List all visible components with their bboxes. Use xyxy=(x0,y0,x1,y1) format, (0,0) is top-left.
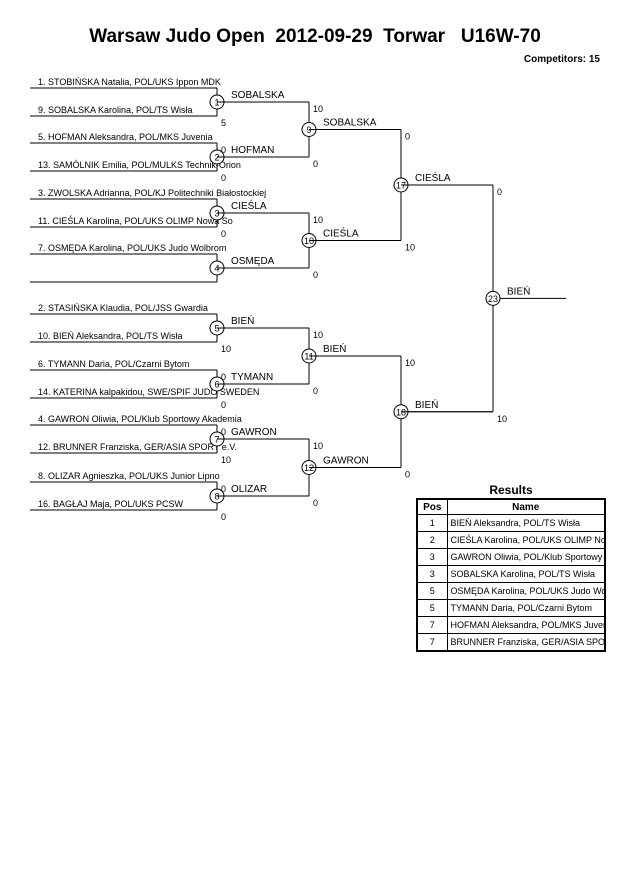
result-name: SOBALSKA Karolina, POL/TS Wisła xyxy=(446,565,606,583)
match-winner: HOFMAN xyxy=(231,145,274,156)
entrant-name: 1. STOBIŃSKA Natalia, POL/UKS Ippon MDK xyxy=(38,77,221,87)
score: 10 xyxy=(313,441,323,451)
entrant-name: 16. BAGŁAJ Maja, POL/UKS PCSW xyxy=(38,499,184,509)
score: 0 xyxy=(221,512,226,522)
entrant-name: 13. SAMÓLNIK Emilia, POL/MULKS Technik-O… xyxy=(38,160,241,170)
competitors-count: Competitors: 15 xyxy=(523,54,600,65)
score: 0 xyxy=(221,427,226,437)
match-winner: OSMĘDA xyxy=(231,256,275,267)
match-winner: BIEŃ xyxy=(507,284,530,297)
result-pos: 7 xyxy=(416,633,448,652)
score: 10 xyxy=(313,330,323,340)
results-header-pos: Pos xyxy=(416,498,448,515)
match-winner: SOBALSKA xyxy=(323,118,377,129)
score: 0 xyxy=(221,484,226,494)
score: 10 xyxy=(313,215,323,225)
score: 0 xyxy=(221,229,226,239)
results-title: Results xyxy=(489,483,533,497)
match-winner: OLIZAR xyxy=(231,484,267,495)
entrant-name: 14. KATERINA kalpakidou, SWE/SPIF JUDO S… xyxy=(38,387,259,397)
score: 0 xyxy=(221,400,226,410)
score: 0 xyxy=(497,187,502,197)
score: 0 xyxy=(313,386,318,396)
score: 0 xyxy=(313,270,318,280)
match-number: 23 xyxy=(488,294,498,304)
entrant-name: 6. TYMANN Daria, POL/Czarni Bytom xyxy=(38,359,189,369)
result-pos: 7 xyxy=(416,616,448,634)
result-name: HOFMAN Aleksandra, POL/MKS Juvenia xyxy=(446,616,606,634)
score: 10 xyxy=(405,358,415,368)
entrant-name: 9. SOBALSKA Karolina, POL/TS Wisła xyxy=(38,105,193,115)
score: 0 xyxy=(313,159,318,169)
score: 0 xyxy=(313,498,318,508)
entrant-name: 5. HOFMAN Aleksandra, POL/MKS Juvenia xyxy=(38,132,213,142)
match-winner: GAWRON xyxy=(323,456,369,467)
match-winner: GAWRON xyxy=(231,427,277,438)
match-winner: CIEŚLA xyxy=(323,227,359,240)
score: 10 xyxy=(313,104,323,114)
score: 5 xyxy=(221,118,226,128)
result-pos: 5 xyxy=(416,582,448,600)
result-name: CIEŚLA Karolina, POL/UKS OLIMP Nowa Sól xyxy=(446,531,606,549)
entrant-name: 8. OLIZAR Agnieszka, POL/UKS Junior Lipn… xyxy=(38,471,220,481)
match-winner: SOBALSKA xyxy=(231,90,285,101)
result-name: BIEŃ Aleksandra, POL/TS Wisła xyxy=(446,514,606,532)
score: 0 xyxy=(221,145,226,155)
result-name: BRUNNER Franziska, GER/ASIA SPORT e.V. xyxy=(446,633,606,652)
entrant-name: 4. GAWRON Oliwia, POL/Klub Sportowy Akad… xyxy=(38,414,242,424)
score: 0 xyxy=(221,372,226,382)
result-pos: 3 xyxy=(416,565,448,583)
match-winner: CIEŚLA xyxy=(415,171,451,184)
results-header-name: Name xyxy=(446,498,606,515)
entrant-name: 11. CIEŚLA Karolina, POL/UKS OLIMP Nowa … xyxy=(38,215,233,226)
results-header-row: Pos Name xyxy=(416,498,606,515)
score: 10 xyxy=(497,414,507,424)
result-pos: 1 xyxy=(416,514,448,532)
score: 10 xyxy=(405,243,415,253)
result-pos: 5 xyxy=(416,599,448,617)
match-winner: CIEŚLA xyxy=(231,199,267,212)
match-winner: BIEŃ xyxy=(415,398,438,411)
entrant-name: 12. BRUNNER Franziska, GER/ASIA SPORT e.… xyxy=(38,442,237,452)
result-name: OSMĘDA Karolina, POL/UKS Judo Wolbrom xyxy=(446,582,606,600)
match-number-circle xyxy=(485,290,501,306)
score: 0 xyxy=(405,470,410,480)
match-winner: BIEŃ xyxy=(231,314,254,327)
entrant-name: 3. ZWOLSKA Adrianna, POL/KJ Politechniki… xyxy=(38,188,266,198)
result-pos: 2 xyxy=(416,531,448,549)
entrant-name: 2. STASIŃSKA Klaudia, POL/JSS Gwardia xyxy=(38,303,208,313)
entrant-name: 10. BIEŃ Aleksandra, POL/TS Wisła xyxy=(38,331,183,341)
match-winner: TYMANN xyxy=(231,372,273,383)
entrant-name: 7. OSMĘDA Karolina, POL/UKS Judo Wolbrom xyxy=(38,243,226,253)
result-pos: 3 xyxy=(416,548,448,566)
page-title: Warsaw Judo Open 2012-09-29 Torwar U16W-… xyxy=(89,26,541,47)
score: 0 xyxy=(221,173,226,183)
score: 0 xyxy=(405,132,410,142)
result-name: GAWRON Oliwia, POL/Klub Sportowy Akademi… xyxy=(446,548,606,566)
result-name: TYMANN Daria, POL/Czarni Bytom xyxy=(446,599,606,617)
score: 10 xyxy=(221,455,231,465)
score: 10 xyxy=(221,344,231,354)
match-winner: BIEŃ xyxy=(323,342,346,355)
